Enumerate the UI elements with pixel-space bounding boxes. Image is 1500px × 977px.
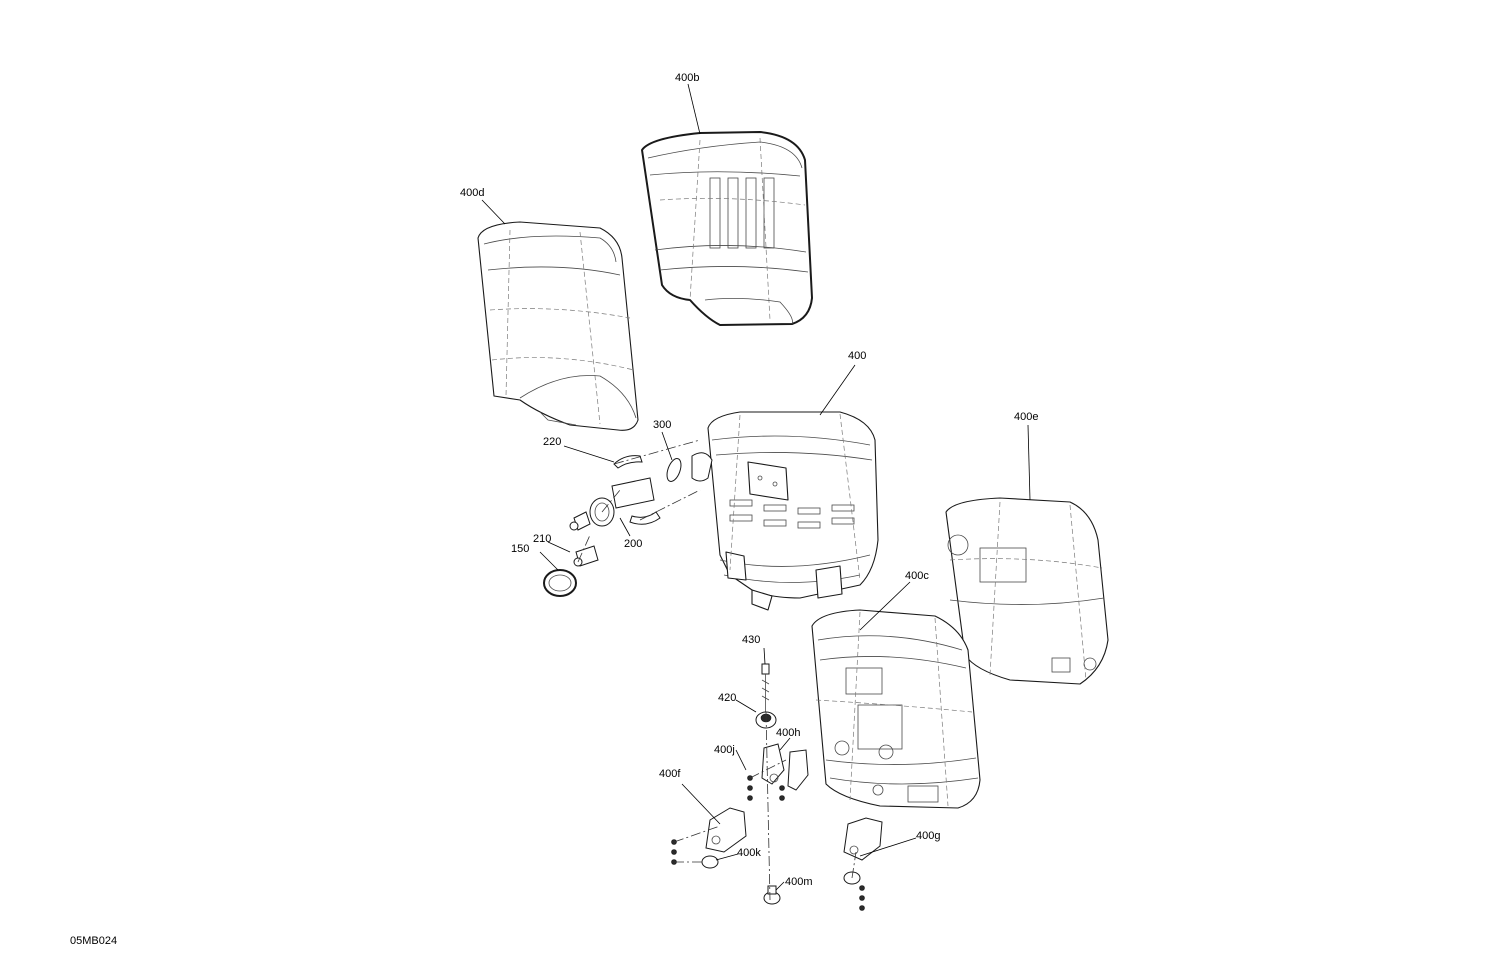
clamp-220[interactable] — [613, 455, 661, 525]
damper-400k[interactable] — [671, 839, 719, 869]
callout-400e: 400e — [1014, 411, 1039, 423]
callout-400m: 400m — [785, 876, 813, 888]
callout-400g: 400g — [916, 830, 941, 842]
washers-400j[interactable] — [747, 775, 785, 801]
callout-420: 420 — [718, 692, 737, 704]
callout-300: 300 — [653, 419, 672, 431]
callout-210: 210 — [533, 533, 552, 545]
heat-shield-400d[interactable] — [477, 221, 639, 431]
ring-150[interactable] — [543, 569, 577, 597]
muffler-400[interactable] — [707, 411, 879, 611]
gasket-300[interactable] — [664, 452, 713, 484]
callout-150: 150 — [511, 543, 530, 555]
callout-220: 220 — [543, 436, 562, 448]
callout-400k: 400k — [737, 847, 761, 859]
sensor-210[interactable] — [573, 545, 599, 567]
bracket-400g[interactable] — [843, 817, 883, 911]
callout-400j: 400j — [714, 744, 735, 756]
heat-shield-400e[interactable] — [945, 497, 1109, 685]
bolt-430[interactable] — [761, 663, 770, 712]
callout-400h: 400h — [776, 727, 801, 739]
heat-shield-400b[interactable] — [641, 131, 813, 326]
figure-id: 05MB024 — [70, 935, 118, 947]
callout-400f: 400f — [659, 768, 681, 780]
callout-400c: 400c — [905, 570, 929, 582]
callout-430: 430 — [742, 634, 761, 646]
callout-400d: 400d — [460, 187, 485, 199]
callout-400: 400 — [848, 350, 867, 362]
callout-400b: 400b — [675, 72, 700, 84]
bracket-400h[interactable] — [761, 743, 809, 791]
heat-shield-400c[interactable] — [811, 609, 981, 809]
leader-lines — [481, 83, 1031, 891]
bracket-400f[interactable] — [705, 807, 747, 853]
callout-200: 200 — [624, 538, 643, 550]
